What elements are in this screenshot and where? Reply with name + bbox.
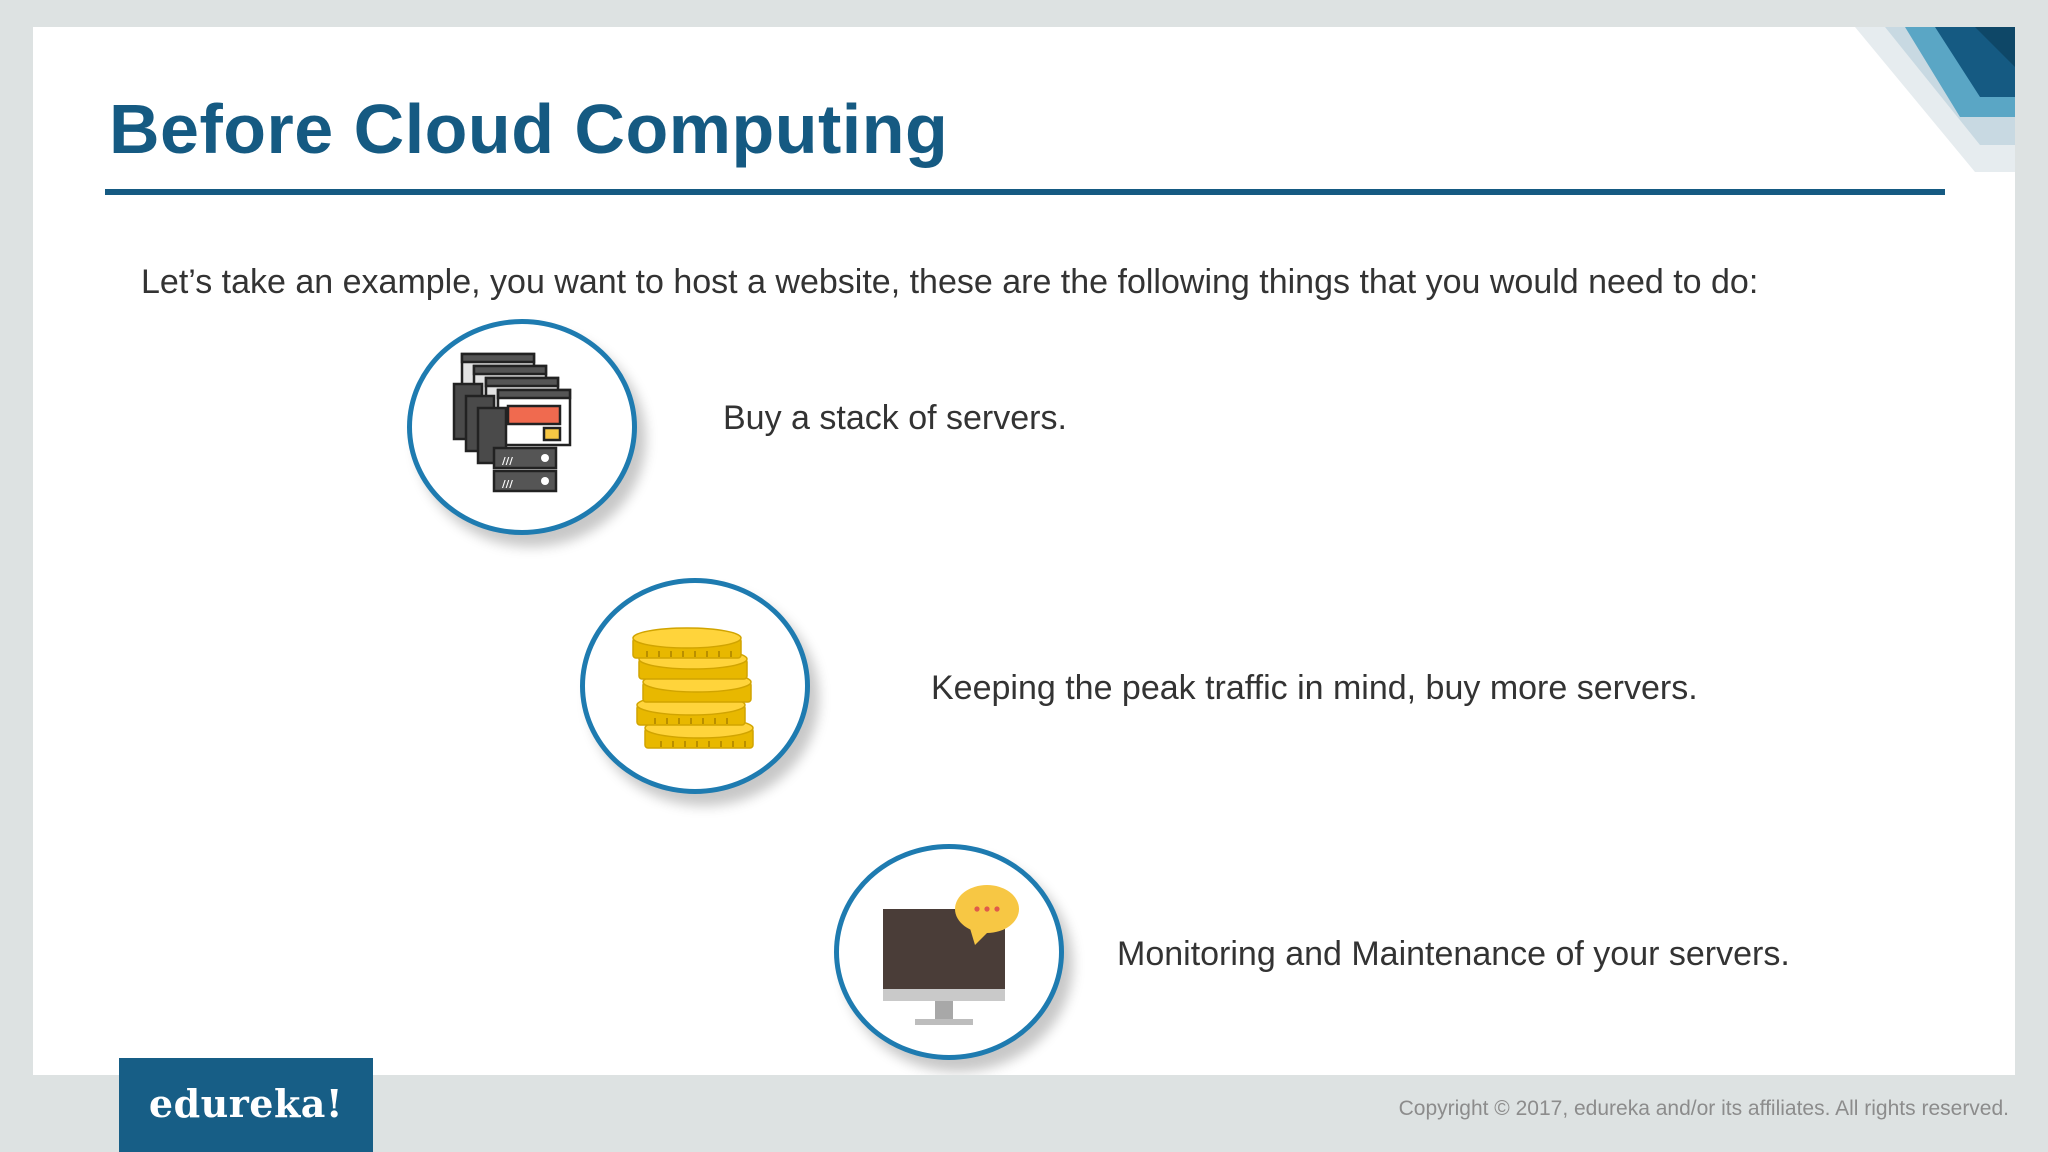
- slide-title: Before Cloud Computing: [109, 90, 949, 168]
- svg-text:///: ///: [502, 456, 513, 467]
- server-stack-icon: /// ///: [452, 352, 572, 493]
- monitor-chat-icon: [883, 885, 1019, 1025]
- title-underline: [105, 189, 1945, 195]
- copyright-text: Copyright © 2017, edureka and/or its aff…: [1398, 1097, 2009, 1120]
- svg-text:///: ///: [502, 479, 513, 490]
- step-3-text: Monitoring and Maintenance of your serve…: [1117, 935, 1790, 973]
- intro-text: Let’s take an example, you want to host …: [141, 263, 1759, 301]
- step-2-text: Keeping the peak traffic in mind, buy mo…: [931, 669, 1698, 707]
- step-3-icon-circle: [834, 844, 1064, 1060]
- step-2-icon-circle: [580, 578, 810, 794]
- coins-stack-icon: [632, 627, 754, 749]
- edureka-logo: edureka!: [119, 1058, 373, 1152]
- step-1-text: Buy a stack of servers.: [723, 399, 1067, 437]
- step-1-icon-circle: /// ///: [407, 319, 637, 535]
- corner-decoration: [1855, 27, 2015, 172]
- slide: Before Cloud Computing Let’s take an exa…: [33, 27, 2015, 1075]
